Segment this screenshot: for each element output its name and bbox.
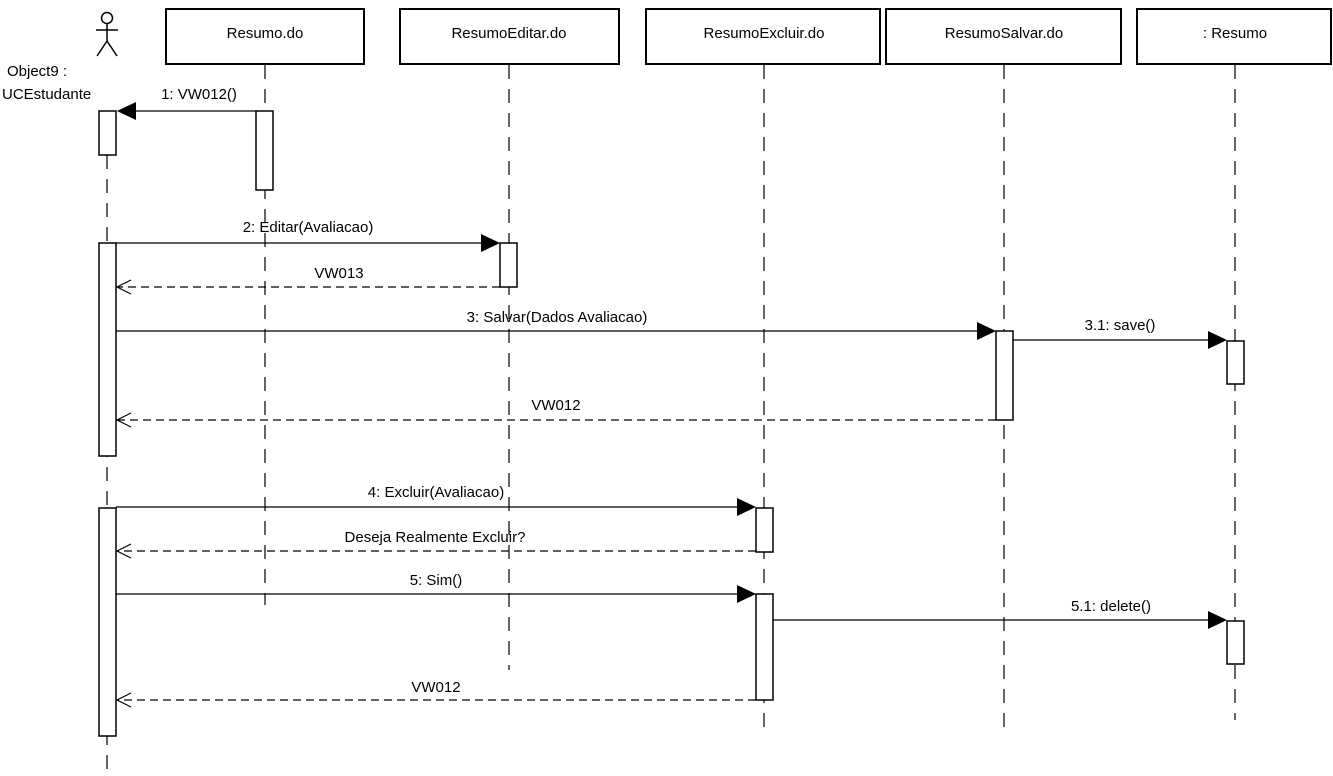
actor-name-line2: UCEstudante: [2, 86, 91, 103]
message-label: VW012: [531, 397, 580, 414]
message-3-salvar: [116, 322, 996, 340]
participant-resumo-entity: : Resumo: [1136, 8, 1332, 65]
activation-bar: [255, 110, 274, 191]
participant-label: ResumoSalvar.do: [945, 25, 1063, 42]
participant-label: Resumo.do: [227, 25, 304, 42]
return-vw013: [115, 279, 500, 295]
message-label: 2: Editar(Avaliacao): [243, 219, 374, 236]
participant-resumo-salvar: ResumoSalvar.do: [885, 8, 1122, 65]
activation-bar: [995, 330, 1014, 421]
message-2-editar: [116, 234, 500, 252]
activation-bar: [1226, 340, 1245, 385]
message-label: 3: Salvar(Dados Avaliacao): [467, 309, 648, 326]
return-vw012-b: [115, 692, 756, 708]
participant-resumo-editar: ResumoEditar.do: [399, 8, 620, 65]
message-5-1-delete: [773, 611, 1227, 629]
message-label: 3.1: save(): [1085, 317, 1156, 334]
message-label: 5: Sim(): [410, 572, 463, 589]
return-vw012-a: [115, 412, 996, 428]
participant-label: ResumoExcluir.do: [704, 25, 825, 42]
activation-bar: [98, 110, 117, 156]
activation-bar: [755, 507, 774, 553]
activation-bar: [98, 507, 117, 737]
activation-bar: [755, 593, 774, 701]
message-label: VW013: [314, 265, 363, 282]
message-label: Deseja Realmente Excluir?: [345, 529, 526, 546]
message-3-1-save: [1013, 331, 1227, 349]
return-confirm: [115, 543, 756, 559]
participant-resumo-do: Resumo.do: [165, 8, 365, 65]
message-5-sim: [116, 585, 756, 603]
activation-bar: [499, 242, 518, 288]
participant-resumo-excluir: ResumoExcluir.do: [645, 8, 881, 65]
message-label: 1: VW012(): [161, 86, 237, 103]
message-label: VW012: [411, 679, 460, 696]
participant-label: ResumoEditar.do: [451, 25, 566, 42]
message-4-excluir: [116, 498, 756, 516]
activation-bar: [1226, 620, 1245, 665]
message-1-vw012: [117, 102, 256, 120]
message-label: 4: Excluir(Avaliacao): [368, 484, 504, 501]
actor-name-line1: Object9 :: [7, 63, 67, 80]
actor-icon: [96, 11, 118, 57]
activation-bar: [98, 242, 117, 457]
message-label: 5.1: delete(): [1071, 598, 1151, 615]
participant-label: : Resumo: [1203, 25, 1267, 42]
